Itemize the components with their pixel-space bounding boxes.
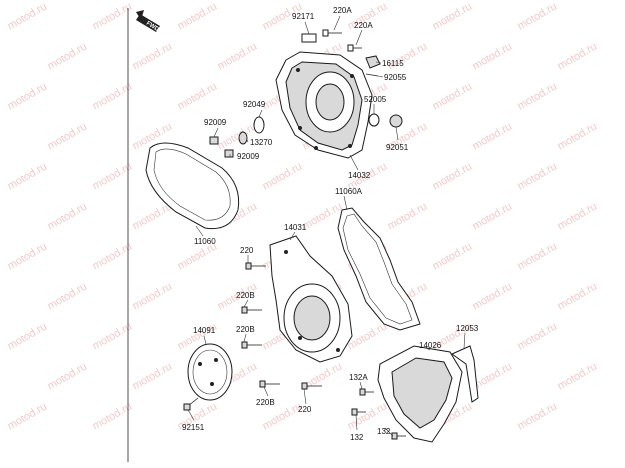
fwd-label: FWD (145, 21, 160, 34)
callout-16115: 16115 (382, 59, 404, 68)
watermark-text: motod.ru (91, 400, 135, 432)
cap-16115 (365, 55, 381, 69)
callout-220-b: 220 (298, 405, 312, 414)
watermark-text: motod.ru (131, 280, 175, 312)
callout-92009-b: 92009 (237, 152, 260, 161)
callout-14031: 14031 (284, 223, 307, 232)
clutch-cover-14032 (275, 51, 373, 159)
watermark-text: motod.ru (46, 200, 90, 232)
cover-14031 (269, 235, 353, 363)
fwd-arrow-icon: FWD (136, 10, 160, 33)
callout-14032: 14032 (348, 171, 371, 180)
callout-52005: 52005 (364, 95, 387, 104)
watermark-text: motod.ru (471, 120, 515, 152)
watermark-text: motod.ru (6, 80, 50, 112)
callout-220A-a: 220A (333, 6, 352, 15)
watermark-text: motod.ru (46, 40, 90, 72)
sprocket-cover-14026 (377, 345, 463, 443)
bracket-92171 (301, 33, 317, 43)
watermark-text: motod.ru (46, 360, 90, 392)
watermark-text: motod.ru (6, 320, 50, 352)
watermark-text: motod.ru (91, 160, 135, 192)
watermark-text: motod.ru (46, 120, 90, 152)
watermark-text: motod.ru (471, 40, 515, 72)
callout-220B-c: 220B (256, 398, 275, 407)
watermark-text: motod.ru (516, 400, 560, 432)
callout-92009-a: 92009 (204, 118, 227, 127)
callout-14091: 14091 (193, 326, 216, 335)
watermark-text: motod.ru (386, 200, 430, 232)
callout-220B-b: 220B (236, 325, 255, 334)
callout-11060A: 11060A (335, 187, 363, 196)
watermark-text: motod.ru (556, 120, 600, 152)
watermark-text: motod.ru (556, 360, 600, 392)
callout-14026: 14026 (419, 341, 442, 350)
callout-12053: 12053 (456, 324, 479, 333)
watermark-text: motod.ru (431, 240, 475, 272)
watermark-text: motod.ru (176, 0, 220, 32)
watermark-text: motod.ru (91, 320, 135, 352)
watermark-text: motod.ru (431, 80, 475, 112)
callout-92051: 92051 (386, 143, 409, 152)
gasket-11060 (145, 142, 240, 230)
washer-92049 (253, 116, 265, 134)
callout-220-a: 220 (240, 246, 254, 255)
plug-92009-b (224, 149, 234, 158)
gasket-11060A (337, 207, 421, 331)
seal-52005 (368, 113, 380, 127)
callout-labels: 92171 220A 220A 16115 92055 52005 92049 … (182, 6, 479, 442)
watermark-text: motod.ru (91, 0, 135, 32)
bracket-12053 (450, 345, 479, 403)
watermark-text: motod.ru (516, 160, 560, 192)
watermark-text: motod.ru (431, 0, 475, 32)
callout-132A: 132A (349, 373, 368, 382)
watermark-text: motod.ru (91, 240, 135, 272)
watermark-text: motod.ru (176, 80, 220, 112)
watermark-text: motod.ru (556, 40, 600, 72)
watermark-text: motod.ru (216, 40, 260, 72)
watermark-text: motod.ru (516, 240, 560, 272)
callout-220A-b: 220A (354, 21, 373, 30)
watermark-text: motod.ru (556, 280, 600, 312)
plug-92051 (389, 114, 403, 128)
callout-220B-a: 220B (236, 291, 255, 300)
plug-92009-a (209, 136, 219, 145)
watermark-text: motod.ru (131, 40, 175, 72)
watermark-text: motod.ru (261, 160, 305, 192)
gasket-13270 (238, 131, 248, 145)
watermark-text: motod.ru (516, 0, 560, 32)
callout-92171: 92171 (292, 12, 315, 21)
watermark-text: motod.ru (6, 400, 50, 432)
watermark-text: motod.ru (91, 80, 135, 112)
watermark-text: motod.ru (516, 320, 560, 352)
callout-13270: 13270 (250, 138, 273, 147)
callout-92049: 92049 (243, 100, 266, 109)
callout-92055: 92055 (384, 73, 407, 82)
watermark-text: motod.ru (431, 160, 475, 192)
leader-lines (187, 15, 466, 437)
watermark-text: motod.ru (6, 240, 50, 272)
callout-11060: 11060 (194, 237, 216, 246)
callout-92151: 92151 (182, 423, 205, 432)
watermark-text: motod.ru (131, 360, 175, 392)
watermark-text: motod.ru (6, 0, 50, 32)
watermark-text: motod.ru (516, 80, 560, 112)
clip-92055 (365, 73, 379, 77)
cap-14091 (187, 343, 233, 401)
bolts (183, 262, 406, 440)
watermark-text: motod.ru (556, 200, 600, 232)
callout-132-b: 132 (377, 427, 391, 436)
callout-132-a: 132 (350, 433, 364, 442)
watermark-text: motod.ru (46, 280, 90, 312)
watermark-text: motod.ru (471, 280, 515, 312)
watermark-text: motod.ru (6, 160, 50, 192)
watermark-text: motod.ru (471, 200, 515, 232)
